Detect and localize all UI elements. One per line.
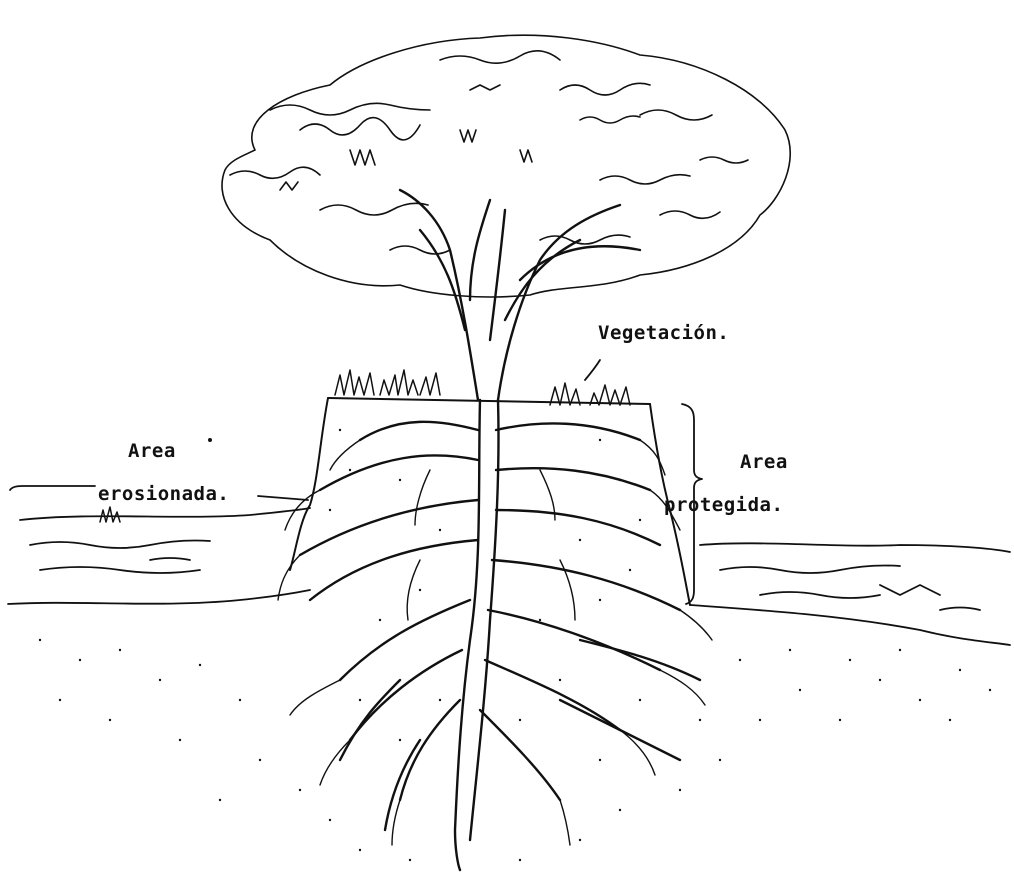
eroded-area-label-line1: Area — [128, 440, 176, 462]
vegetation-label: Vegetación. — [598, 322, 729, 344]
protected-area-label-line1: Area — [740, 451, 788, 473]
root-branches — [278, 440, 712, 845]
tree-trunk — [400, 190, 640, 400]
eroded-area-label-line2: erosionada. — [98, 483, 229, 505]
tree-canopy — [222, 35, 790, 297]
protected-area-label-line2: protegida. — [664, 494, 783, 516]
root-system — [300, 400, 700, 870]
ground-lines — [8, 508, 1010, 645]
leader-lines — [10, 360, 600, 500]
